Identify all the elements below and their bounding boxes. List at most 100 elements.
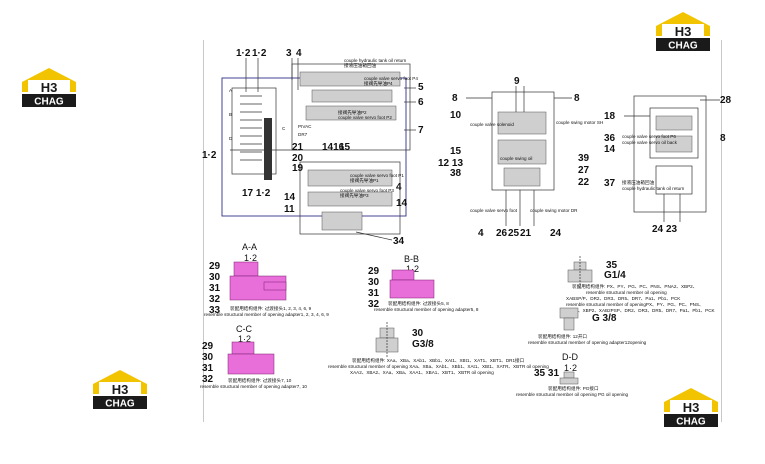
g14-callout-35: 35 bbox=[606, 260, 618, 271]
note-servo-p2: couple valve servo foot P2 bbox=[338, 115, 392, 120]
brand-logo-bottom-right: H3 CHAG bbox=[660, 386, 722, 430]
middle-valve-mid bbox=[497, 139, 547, 165]
right-valve-lower bbox=[655, 165, 693, 195]
callout-r36: 36 bbox=[604, 133, 616, 144]
aa-callout-33: 33 bbox=[209, 305, 221, 316]
callout-r23: 23 bbox=[666, 224, 678, 235]
note-tank-return-cn-r: 接液压油箱回油 bbox=[622, 179, 655, 186]
note-servo-p2-cn: 接阀先导油P2 bbox=[338, 109, 367, 116]
callout-r8: 8 bbox=[720, 133, 726, 144]
brand-logo-graphic: H3 CHAG bbox=[664, 388, 718, 428]
brand-logo-bottom-left: H3 CHAG bbox=[89, 368, 151, 412]
bb-callout-32: 32 bbox=[368, 299, 380, 310]
callout-1-2a: 1·2 bbox=[236, 48, 251, 59]
brand-name: CHAG bbox=[105, 399, 135, 410]
callout-15: 15 bbox=[339, 142, 351, 153]
section-bb-sub: 1·2 bbox=[406, 264, 419, 274]
upper-valve-top bbox=[299, 71, 401, 87]
callout-4b: 4 bbox=[396, 182, 402, 193]
brand-name: CHAG bbox=[676, 417, 706, 428]
lower-valve-top bbox=[307, 169, 393, 187]
callout-1-2b: 1·2 bbox=[252, 48, 267, 59]
brand-letters: H3 bbox=[683, 400, 700, 415]
right-valve-body bbox=[649, 107, 699, 159]
callout-r18: 18 bbox=[604, 111, 616, 122]
brand-name: CHAG bbox=[34, 97, 64, 108]
callout-5: 5 bbox=[418, 82, 424, 93]
section-mark-d: D bbox=[229, 136, 233, 141]
note-tank-return-r: couple hydraulic tank oil return bbox=[622, 186, 685, 191]
note-swing-oil: couple swing oil bbox=[500, 156, 532, 161]
brand-logo-graphic: H3 CHAG bbox=[656, 12, 710, 52]
section-cc-sub: 1·2 bbox=[238, 334, 251, 344]
bb-body bbox=[389, 279, 435, 299]
upper-valve-lower bbox=[305, 105, 397, 121]
aa-callout-29: 29 bbox=[209, 261, 221, 272]
note-tank-return-cn: 接液压油箱回油 bbox=[344, 62, 377, 69]
bb-callout-30: 30 bbox=[368, 277, 380, 288]
note-servo-foot: couple valve servo foot bbox=[470, 208, 518, 213]
lower-valve-mid bbox=[307, 191, 393, 207]
note-tank-return: couple hydraulic tank oil return bbox=[344, 58, 407, 63]
section-c-c: C-C 1·2 29 30 31 32 装配用结构组件: 过渡接头7, 10 r… bbox=[200, 324, 307, 389]
dd-caption-cn: 装配用结构组件: PG接口 bbox=[548, 385, 599, 392]
g38b-caption-en: resemble structural member of opening ad… bbox=[528, 340, 647, 345]
dd-fitting-head bbox=[563, 371, 575, 379]
section-g38-fitting: 30 G3/8 装配用结构组件: XAa、XBa、XAb1、XBb1、XAt1、… bbox=[328, 322, 549, 375]
g14-caption-en2: XABSP/P、DR2、DR3、DR5、DR7、Pa1、Pb1、PCK bbox=[566, 296, 681, 301]
g14-caption-en: resemble structural member oil opening bbox=[586, 290, 667, 295]
brand-logo-top-left: H3 CHAG bbox=[18, 66, 80, 110]
callout-m15: 15 bbox=[450, 146, 462, 157]
section-mark-c: C bbox=[282, 126, 286, 131]
cc-callout-31: 31 bbox=[202, 363, 214, 374]
g38b-caption-cn: 装配用结构组件: 12开口 bbox=[538, 333, 587, 340]
callout-m39: 39 bbox=[578, 153, 590, 164]
bb-callout-31: 31 bbox=[368, 288, 380, 299]
left-valve-assembly: 1·2 1·2 3 4 5 6 7 1·2 1416 15 21 20 19 1… bbox=[202, 48, 424, 247]
aa-top-fitting bbox=[233, 261, 259, 277]
callout-m8: 8 bbox=[452, 93, 458, 104]
cc-top-fitting bbox=[231, 341, 255, 355]
callout-m9: 9 bbox=[514, 76, 520, 87]
note-servo-p4-cn: 接阀先导油P4 bbox=[364, 80, 393, 87]
note-servo-p1: couple valve servo foot P1 bbox=[350, 173, 404, 178]
g14-caption-cn: 装配用结构组件: PX、PY、PG、PC、PNS、PNA2、XBP2、 bbox=[572, 283, 697, 290]
middle-valve-base bbox=[503, 167, 541, 187]
section-mark-a: A bbox=[229, 88, 233, 93]
cc-callout-32: 32 bbox=[202, 374, 214, 385]
callout-r28: 28 bbox=[720, 95, 732, 106]
section-cc-title: C-C bbox=[236, 324, 252, 334]
callout-m21: 21 bbox=[520, 228, 532, 239]
brand-letters: H3 bbox=[675, 24, 692, 39]
note-valve-solenoid: couple valve solenoid bbox=[470, 122, 514, 127]
callout-4: 4 bbox=[296, 48, 302, 59]
section-aa-sub: 1·2 bbox=[244, 253, 257, 263]
note-swing-motor-sh: couple swing motor SH bbox=[556, 120, 603, 125]
section-dd-sub: 1·2 bbox=[564, 363, 577, 373]
callout-17-1-2: 17 1·2 bbox=[242, 188, 271, 199]
g14-caption-en4: PNA2、XBP2、XAB2PSP、DR2、DR3、DR5、DR7、Pa1、Pb… bbox=[566, 308, 716, 313]
callout-20: 20 bbox=[292, 153, 304, 164]
callout-7: 7 bbox=[418, 125, 424, 136]
g14-caption-en3: resemble structural member of openingPX、… bbox=[566, 302, 704, 307]
callout-34: 34 bbox=[393, 236, 405, 247]
cc-body bbox=[227, 353, 275, 375]
aa-caption-cn: 装配用结构组件: 过渡接头1, 2, 3, 4, 6, 9 bbox=[230, 305, 312, 312]
right-valve-top bbox=[655, 115, 693, 131]
right-valve-view: 18 28 36 14 8 37 24 23 couple valve serv… bbox=[604, 95, 732, 235]
aa-callout-32: 32 bbox=[209, 294, 221, 305]
aa-callout-30: 30 bbox=[209, 272, 221, 283]
callout-19: 19 bbox=[292, 163, 304, 174]
brand-logo-top-right: H3 CHAG bbox=[652, 10, 714, 54]
middle-valve-top bbox=[497, 111, 547, 135]
callout-m8b: 8 bbox=[574, 93, 580, 104]
brand-letters: H3 bbox=[41, 80, 58, 95]
dd-callout-35-31: 35 31 bbox=[534, 368, 559, 379]
section-aa-title: A-A bbox=[242, 242, 257, 252]
cc-caption-en: resemble structural member of opening ad… bbox=[200, 384, 307, 389]
middle-valve-body bbox=[491, 91, 555, 191]
g14-thread: G1/4 bbox=[604, 270, 626, 281]
section-g14-fitting: 35 G1/4 装配用结构组件: PX、PY、PG、PC、PNS、PNA2、XB… bbox=[566, 256, 716, 313]
